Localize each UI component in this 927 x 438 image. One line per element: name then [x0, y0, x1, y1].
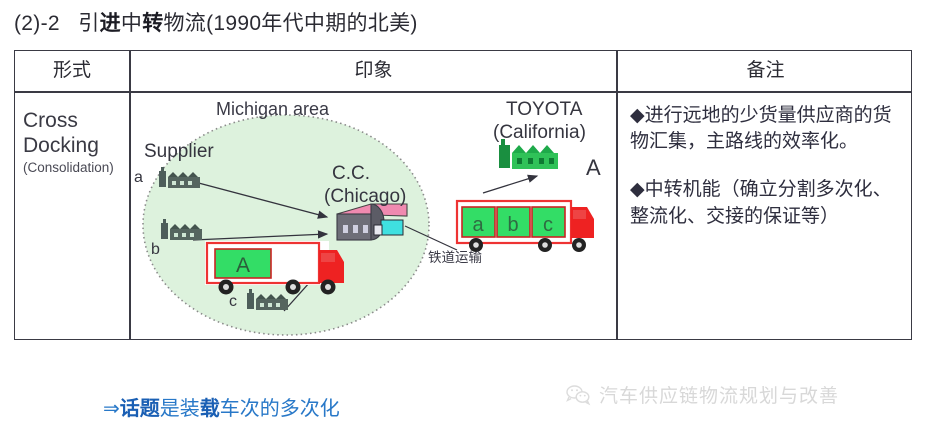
- table-divider-1: [129, 51, 131, 339]
- title-char-4: 转: [142, 12, 164, 35]
- supplier-c-label: c: [229, 293, 237, 310]
- remark-item: ◆进行远地的少货量供应商的货物汇集，主路线的效率化。: [630, 105, 892, 153]
- rail-transport-label: 铁道运输: [428, 250, 482, 265]
- cc-label-line2: (Chicago): [324, 186, 407, 207]
- table-header-form: 形式: [52, 60, 91, 81]
- form-label-line2: Docking: [23, 133, 99, 157]
- table-header-impression: 印象: [354, 60, 393, 81]
- caption-bold-1: 话题: [119, 398, 160, 420]
- title-char-2: 进: [99, 12, 121, 35]
- svg-text:c: c: [543, 214, 553, 236]
- caption-bold-2: 载: [199, 398, 220, 420]
- svg-text:a: a: [472, 214, 484, 236]
- form-label-line1: Cross: [23, 109, 78, 132]
- watermark-text: 汽车供应链物流规划与改善: [599, 386, 840, 407]
- remark-item: ◆中转机能（确立分割多次化、整流化、交接的保证等）: [630, 179, 892, 227]
- wechat-icon: [565, 384, 591, 406]
- caption-mid-1: 是装: [159, 398, 200, 420]
- form-cell: Cross Docking (Consolidation): [15, 93, 129, 341]
- table-divider-2: [616, 51, 618, 339]
- table-header-remarks: 备注: [746, 60, 785, 81]
- content-table: 形式 印象 备注 Cross Docking (Consolidation) ◆…: [14, 50, 912, 340]
- table-header-rule: [15, 91, 911, 93]
- watermark: 汽车供应链物流规划与改善: [565, 381, 839, 408]
- diagram-canvas: A: [131, 93, 616, 341]
- title-char-3: 中: [120, 12, 143, 35]
- caption-arrow-icon: ⇒: [103, 398, 120, 420]
- destination-mark-label: A: [586, 155, 601, 180]
- toyota-label-line2: (California): [493, 122, 586, 143]
- cc-label-line1: C.C.: [332, 163, 370, 184]
- remarks-cell: ◆进行远地的少货量供应商的货物汇集，主路线的效率化。 ◆中转机能（确立分割多次化…: [618, 93, 913, 341]
- impression-diagram: A: [131, 93, 616, 341]
- caption-mid-2: 车次的多次化: [219, 398, 340, 420]
- svg-text:A: A: [236, 254, 250, 277]
- region-label: Michigan area: [216, 99, 330, 119]
- toyota-label-line1: TOYOTA: [506, 99, 583, 120]
- page-title: (2)-2 引进中转物流(1990年代中期的北美): [14, 7, 418, 37]
- title-rest: 物流(1990年代中期的北美): [163, 12, 418, 35]
- title-char-1: 引: [78, 12, 100, 35]
- title-prefix: (2)-2: [14, 12, 60, 35]
- form-label-sub: (Consolidation): [23, 159, 114, 175]
- supplier-label: Supplier: [144, 141, 214, 162]
- supplier-a-label: a: [134, 169, 143, 186]
- bottom-caption: ⇒话题是装载车次的多次化: [103, 392, 340, 421]
- svg-text:b: b: [507, 214, 518, 236]
- supplier-b-label: b: [151, 241, 160, 258]
